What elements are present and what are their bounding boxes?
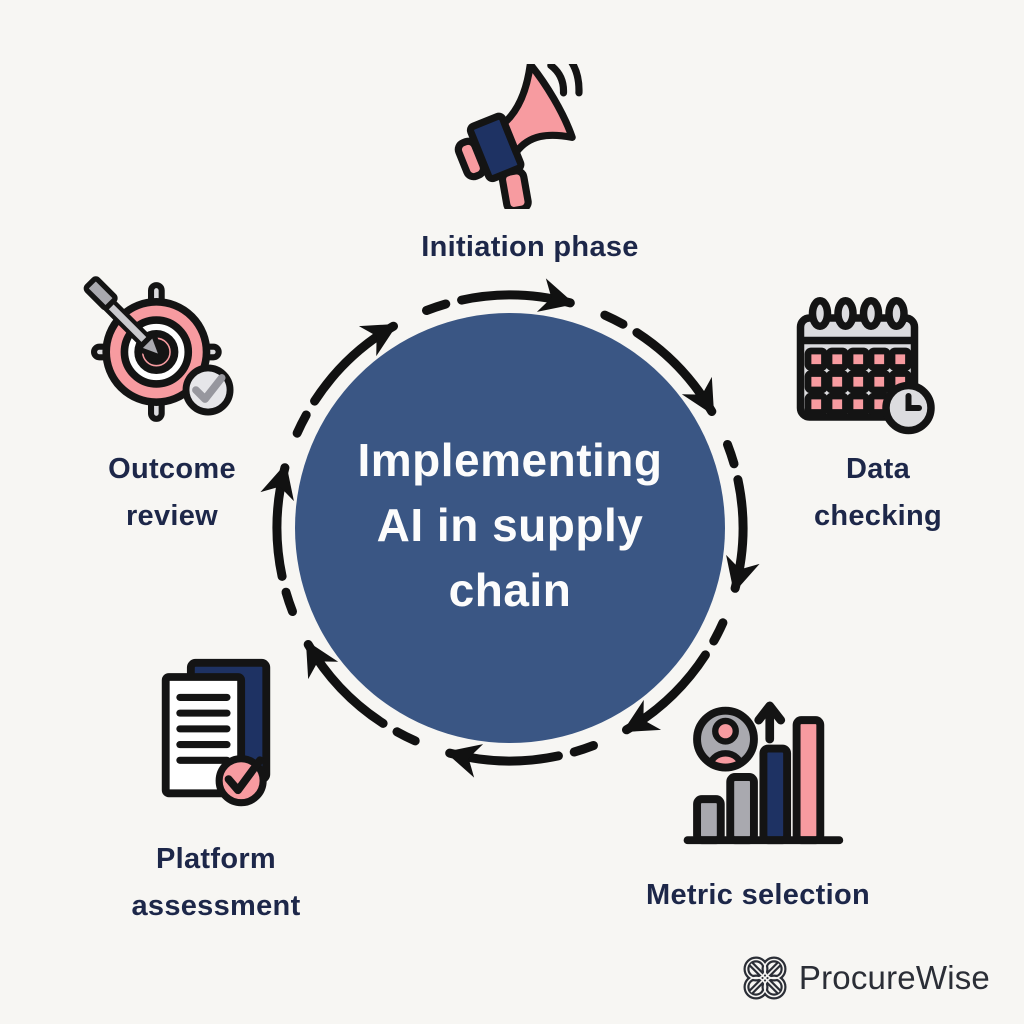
- step-label-data-checking: Data checking: [813, 453, 943, 532]
- check-badge-icon: [182, 364, 234, 416]
- growth-bar-chart-icon: [683, 701, 844, 845]
- target-arrow-check-icon: [83, 276, 234, 422]
- person-avatar-icon: [693, 706, 758, 772]
- cycle-title: Implementing AI in supply chain: [357, 434, 663, 616]
- step-label-platform-assessment: Platform assessment: [131, 843, 301, 922]
- step-label-metric-selection: Metric selection: [646, 879, 870, 911]
- brand-name: ProcureWise: [798, 959, 990, 996]
- document-lines: [176, 693, 231, 764]
- megaphone-icon: [454, 64, 583, 209]
- knot-logo-icon: [743, 956, 787, 1000]
- step-label-outcome-review: Outcome review: [108, 453, 236, 532]
- document-checklist-icon: [161, 658, 271, 807]
- step-label-initiation: Initiation phase: [421, 231, 639, 263]
- arrow-in-target: [83, 276, 166, 361]
- cycle-circle: [295, 313, 725, 743]
- calendar-clock-icon: [796, 297, 935, 435]
- check-badge-icon: [215, 755, 267, 807]
- clock-icon: [882, 381, 935, 435]
- up-arrow-icon: [754, 701, 786, 744]
- brand-logo: ProcureWise: [741, 954, 990, 1002]
